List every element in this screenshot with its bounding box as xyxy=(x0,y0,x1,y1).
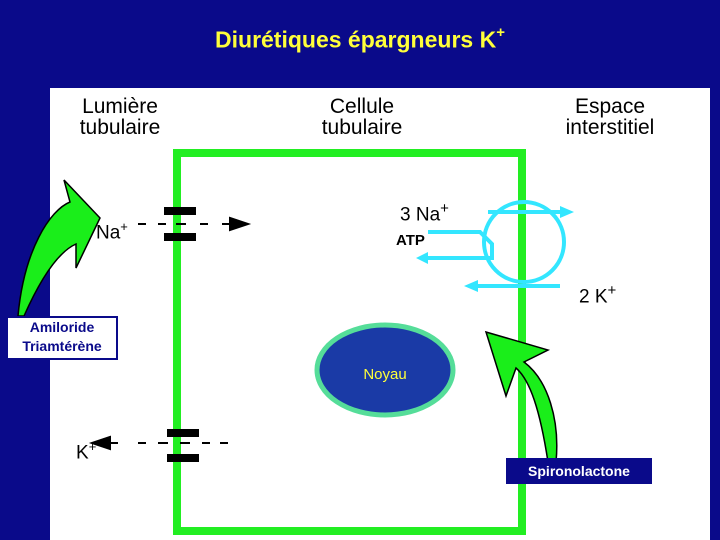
nucleus-label: Noyau xyxy=(363,366,407,383)
na-channel xyxy=(138,207,252,241)
slide-title: Diurétiques épargneurs K+ xyxy=(215,24,505,53)
spironolactone-arrow xyxy=(484,330,558,463)
label-k-lumen: K+ xyxy=(76,439,97,464)
spironolactone-box: Spironolactone xyxy=(506,458,652,484)
k-channel xyxy=(88,429,228,462)
label-na-lumen: Na+ xyxy=(96,219,128,244)
label-3na: 3 Na+ xyxy=(400,200,449,226)
na-k-pump xyxy=(416,200,574,292)
label-2k: 2 K+ xyxy=(579,282,617,308)
nucleus-shape xyxy=(314,322,456,418)
amiloride-arrow xyxy=(17,179,101,317)
label-atp: ATP xyxy=(396,232,425,249)
